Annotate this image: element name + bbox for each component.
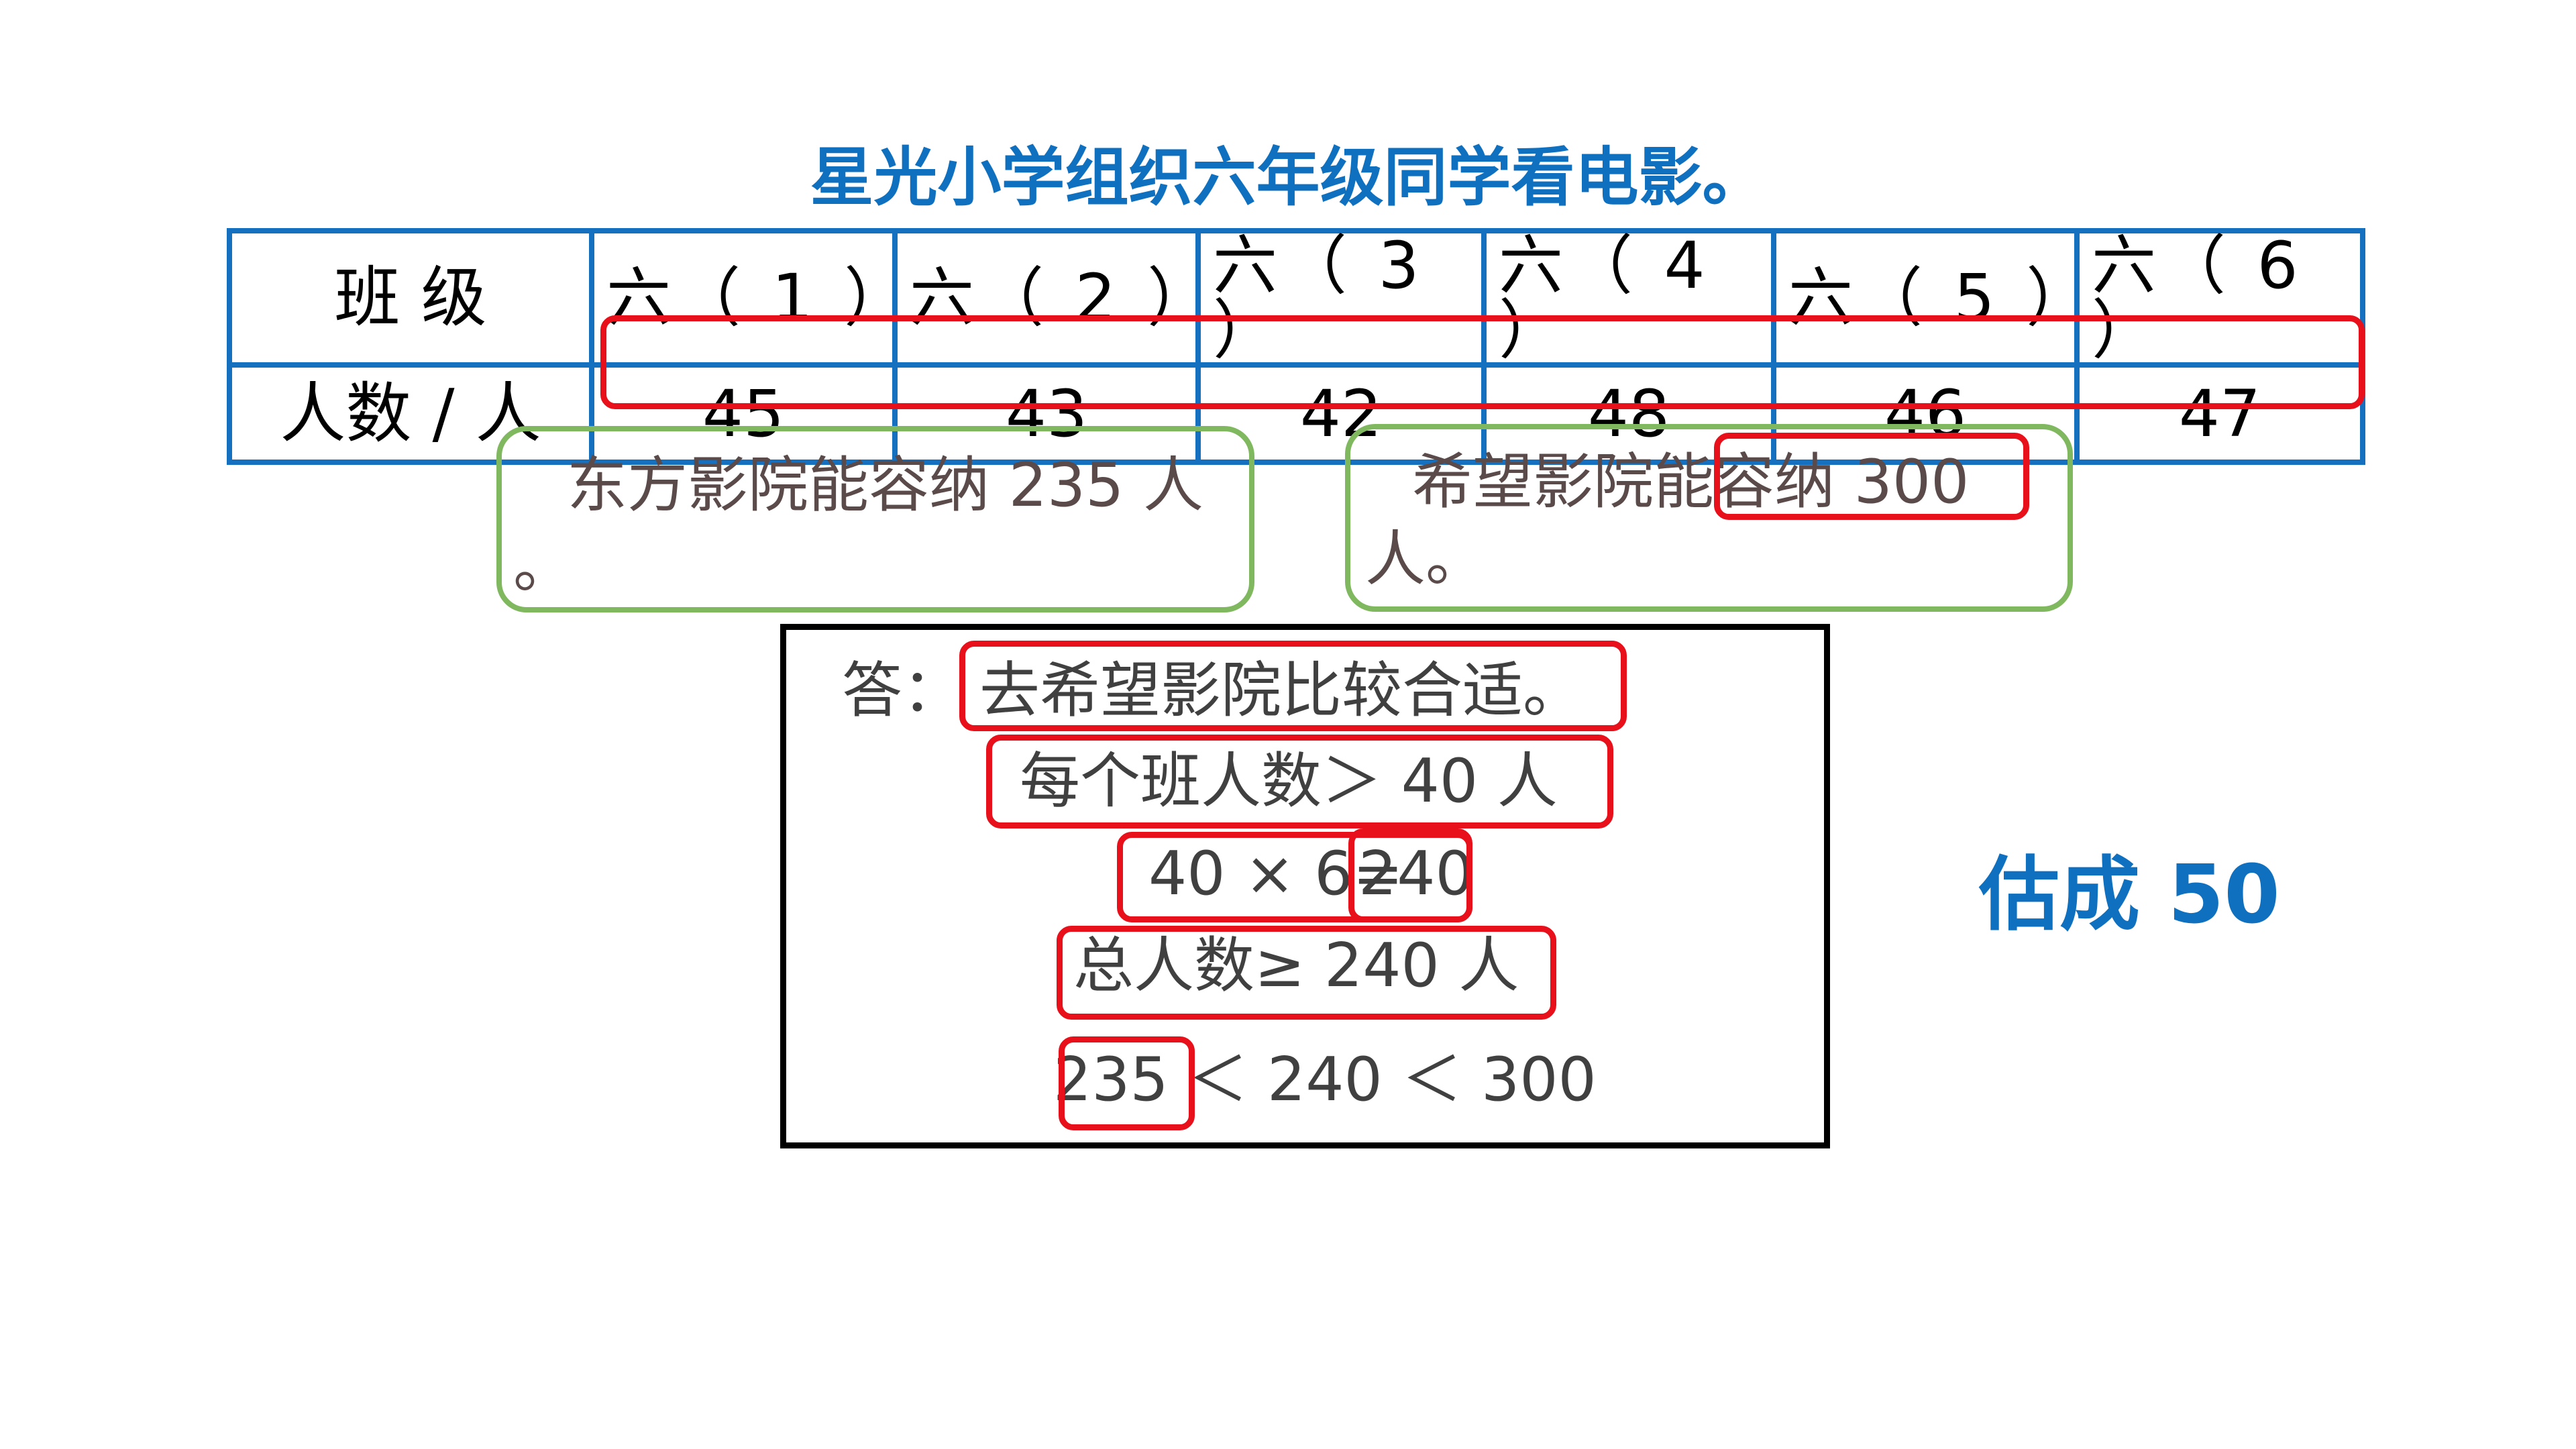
count-cell: 43: [892, 362, 1201, 465]
class-cell: 六（ 6 ）: [2074, 228, 2365, 368]
step3-highlight: [1057, 926, 1556, 1020]
answer-step2-result: 240: [1358, 839, 1474, 909]
class-cell: 六（ 4 ）: [1481, 228, 1776, 368]
east-cinema-line2: 。: [513, 531, 574, 601]
count-cell: 48: [1481, 362, 1776, 465]
east-cinema-line1: 东方影院能容纳 235 人: [567, 450, 1203, 521]
answer-conclusion: 去希望影院比较合适。: [979, 655, 1583, 726]
count-cell: 45: [589, 362, 898, 465]
answer-step4: 235 ＜ 240 ＜ 300: [1053, 1044, 1597, 1115]
class-cell: 六（ 3 ）: [1195, 228, 1487, 368]
row-header-class: 班 级: [227, 228, 594, 368]
count-cell: 42: [1195, 362, 1487, 465]
estimate-note: 估成 50: [1979, 849, 2280, 942]
hope-capacity-highlight: [1714, 433, 2029, 520]
east-cinema-card: [496, 426, 1254, 612]
step4-highlight: [1059, 1036, 1195, 1130]
counts-highlight: [600, 315, 2365, 409]
conclusion-highlight: [959, 641, 1627, 731]
answer-label: 答：: [842, 655, 963, 726]
answer-step1: 每个班人数＞ 40 人: [1020, 746, 1558, 816]
class-cell: 六（ 5 ）: [1771, 228, 2090, 368]
page-title: 星光小学组织六年级同学看电影。: [810, 141, 1766, 215]
step2-result-highlight: [1348, 828, 1472, 922]
step1-highlight: [986, 735, 1613, 828]
answer-step2-left: 40 × 6=: [1148, 839, 1403, 909]
hope-cinema-card: [1345, 424, 2073, 612]
answer-step3: 总人数≥ 240 人: [1073, 930, 1519, 1001]
hope-cinema-line2: 人。: [1365, 524, 1486, 594]
row-header-count: 人数 / 人: [227, 362, 594, 465]
hope-cinema-line1: 希望影院能容纳 300: [1412, 447, 1970, 517]
answer-box: [780, 624, 1830, 1148]
count-cell: 47: [2074, 362, 2365, 465]
